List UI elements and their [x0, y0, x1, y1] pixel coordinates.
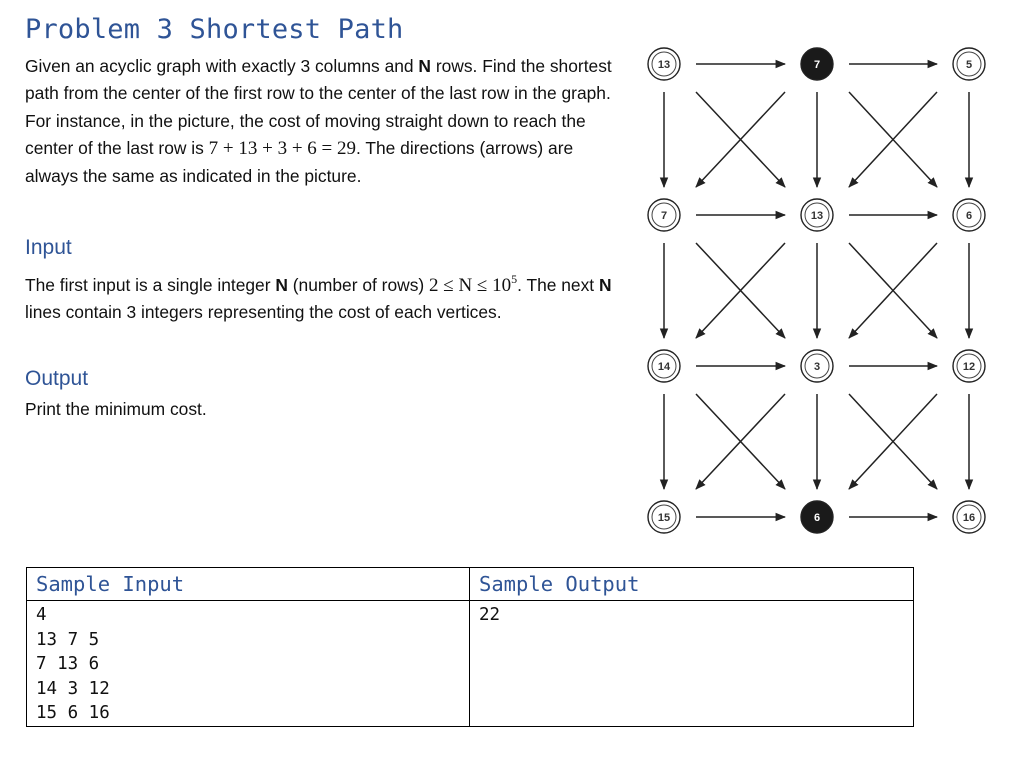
- edge-diagonal: [695, 91, 786, 188]
- problem-description: Given an acyclic graph with exactly 3 co…: [25, 56, 612, 186]
- graph-node-value: 12: [963, 361, 975, 373]
- sample-input-line: 7 13 6: [36, 654, 100, 675]
- output-heading: Output: [25, 367, 89, 390]
- graph-node: 13: [800, 198, 834, 232]
- graph-node-value: 13: [811, 210, 823, 222]
- graph-node-value: 13: [658, 59, 670, 71]
- sample-input-line: 13 7 5: [36, 629, 100, 650]
- output-description: Print the minimum cost.: [25, 399, 207, 419]
- graph-node: 16: [952, 500, 986, 534]
- n-variable: N: [418, 56, 431, 76]
- sample-table: Sample Input Sample Output 4 13 7 5 7 13…: [26, 567, 914, 727]
- sample-input-line: 14 3 12: [36, 678, 110, 699]
- graph-node-value: 16: [963, 512, 975, 524]
- sample-input-line: 4: [36, 605, 47, 625]
- edge-diagonal: [848, 91, 938, 188]
- sample-input-line: 15 6 16: [36, 703, 110, 724]
- edge-diagonal: [848, 242, 938, 339]
- graph-node: 12: [952, 349, 986, 383]
- graph-node: 15: [647, 500, 681, 534]
- page-title: Problem 3 Shortest Path: [25, 14, 404, 45]
- graph-node: 7: [647, 198, 681, 232]
- edge-diagonal: [848, 393, 938, 490]
- sample-input-cell: 4 13 7 5 7 13 6 14 3 12 15 6 16: [26, 600, 470, 727]
- input-heading: Input: [25, 236, 72, 259]
- sample-output-header: Sample Output: [469, 567, 914, 601]
- graph-node: 14: [647, 349, 681, 383]
- graph-node: 3: [800, 349, 834, 383]
- constraint: 2 ≤ N ≤ 105: [429, 272, 518, 296]
- graph-node-value: 6: [966, 210, 972, 222]
- graph-node-value: 7: [661, 210, 667, 222]
- graph-node: 6: [800, 500, 834, 534]
- edge-diagonal: [695, 393, 786, 490]
- graph-node-value: 15: [658, 512, 670, 524]
- graph-node-value: 7: [814, 59, 820, 71]
- example-equation: 7 + 13 + 3 + 6 = 29: [208, 138, 357, 160]
- graph-diagram: 13 7 5 7 13 6 14 3 12 15 6 16: [647, 47, 986, 534]
- input-description: The first input is a single integer N (n…: [25, 272, 612, 323]
- graph-node: 13: [647, 47, 681, 81]
- graph-node: 5: [952, 47, 986, 81]
- sample-output-cell: 22: [469, 600, 914, 727]
- sample-input-header: Sample Input: [26, 567, 470, 601]
- edge-diagonal: [695, 242, 786, 339]
- graph-node-value: 6: [814, 512, 820, 524]
- graph-node: 7: [800, 47, 834, 81]
- graph-node: 6: [952, 198, 986, 232]
- graph-node-value: 14: [658, 361, 671, 373]
- graph-node-value: 3: [814, 361, 820, 373]
- sample-output-line: 22: [479, 605, 501, 625]
- graph-node-value: 5: [966, 59, 972, 71]
